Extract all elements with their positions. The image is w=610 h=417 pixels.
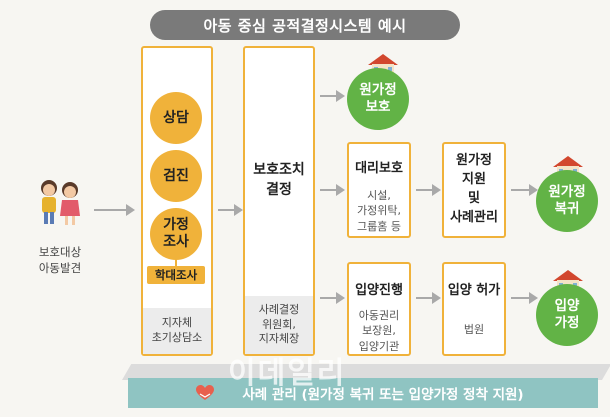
proxy-care-title: 대리보호 — [355, 161, 403, 176]
arrow-adoption-to-permit — [416, 292, 441, 304]
home-investigation-circle: 가정 조사 — [150, 208, 202, 260]
adoption-permit-box — [442, 262, 506, 356]
found-child-label: 보호대상 아동발견 — [38, 245, 82, 276]
arrow-col1-to-col2 — [218, 204, 243, 216]
adoption-process-desc: 아동권리 보장원, 입양기관 — [358, 309, 400, 353]
tag-connector — [175, 258, 177, 266]
adoption-process-title: 입양진행 — [355, 283, 403, 298]
arrow-left-to-col1 — [94, 204, 135, 216]
adoption-process-box — [347, 262, 411, 356]
protection-decision-box: 사례결정 위원회, 지자체장 — [243, 46, 315, 356]
abuse-investigation-tag: 학대조사 — [147, 266, 205, 284]
adoptive-home-circle: 입양 가정 — [536, 284, 598, 346]
watermark: 이데일리 — [228, 356, 347, 391]
children-icon — [41, 180, 80, 225]
arrow-support-to-return — [511, 184, 538, 196]
arrow-to-proxy-care — [320, 184, 345, 196]
home-support-label: 원가정 지원 및 사례관리 — [450, 153, 498, 225]
arrow-to-home-protection — [320, 90, 345, 102]
arrow-proxy-to-support — [416, 184, 441, 196]
initial-consult-footer: 지자체 초기상담소 — [143, 308, 211, 354]
adoption-permit-title: 입양 허가 — [447, 283, 501, 298]
proxy-care-box — [347, 142, 411, 238]
home-support-box — [442, 142, 506, 238]
adoption-permit-desc: 법원 — [463, 323, 485, 336]
heart-icon — [196, 385, 214, 400]
arrow-permit-to-adoptive-home — [511, 292, 538, 304]
decision-committee-footer: 사례결정 위원회, 지자체장 — [245, 296, 313, 354]
proxy-care-desc: 시설, 가정위탁, 그룹홈 등 — [357, 189, 401, 233]
case-management-text: 사례 관리 (원가정 복귀 또는 입양가정 정착 지원) — [242, 387, 524, 403]
consult-circle: 상담 — [150, 92, 202, 144]
checkup-circle: 검진 — [150, 150, 202, 202]
protection-decision-label: 보호조치 결정 — [253, 162, 305, 199]
home-return-circle: 원가정 복귀 — [536, 170, 598, 232]
home-protection-circle: 원가정 보호 — [347, 68, 409, 130]
arrow-to-adoption-process — [320, 292, 345, 304]
diagram-title: 아동 중심 공적결정시스템 예시 — [150, 10, 460, 40]
